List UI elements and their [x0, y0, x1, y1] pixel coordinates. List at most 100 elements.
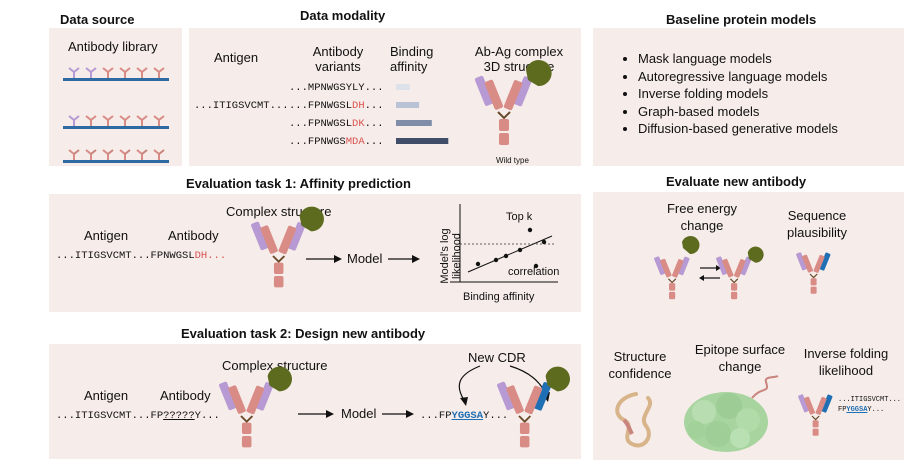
baseline-panel: [593, 28, 904, 166]
variant-prefix: ...FPNWGSL: [289, 118, 353, 130]
plot-point: [541, 239, 547, 245]
mini-cdr: YGGSA: [846, 406, 868, 414]
library-antibody-icon: [85, 149, 97, 160]
variant-row: ...FPNWGSLDK...: [289, 118, 384, 130]
epitope-surface-icon: [684, 375, 779, 452]
correlation-label: correlation: [508, 266, 560, 278]
library-antibody-icon: [85, 67, 97, 78]
baseline-item: Diffusion-based generative models: [638, 120, 838, 138]
library-antibody-icon: [102, 149, 114, 160]
data-source-title: Data source: [60, 12, 135, 27]
library-antibody-icon: [68, 67, 80, 78]
task1-y-axis-label: Model's log likelihood: [439, 228, 463, 284]
evaluate-title: Evaluate new antibody: [666, 174, 807, 189]
antigen-sequence: ...ITIGSVCMT...: [194, 100, 289, 112]
structure-confidence-label: Structure confidence: [608, 349, 672, 381]
affinity-bars: [396, 84, 449, 144]
task1-antibody-label: Antibody: [168, 228, 219, 243]
variant-suffix: ...: [364, 118, 384, 130]
library-antibody-icon: [68, 115, 80, 126]
task1-antigen-label: Antigen: [84, 228, 129, 243]
task2-designed-complex-icon: [497, 366, 570, 448]
task2-antibody-suffix: Y...: [194, 410, 220, 422]
sequence-plausibility-label: Sequence plausibility: [787, 208, 847, 240]
task2-panel: [49, 344, 581, 459]
affinity-bar: [396, 120, 432, 126]
task1-complex-icon: [251, 206, 324, 288]
correlation-plot: [450, 204, 558, 283]
library-antibody-icon: [119, 115, 131, 126]
plot-point: [517, 247, 523, 253]
library-antibody-icon: [119, 149, 131, 160]
baseline-title: Baseline protein models: [666, 12, 817, 27]
task1-antibody-prefix: FPNWGSL: [150, 250, 195, 262]
affinity-bar: [396, 84, 410, 90]
baseline-model-list: Mask language modelsAutoregressive langu…: [620, 50, 838, 138]
task2-antibody-prefix: FP: [150, 410, 164, 422]
variant-mutation: DH: [352, 100, 365, 112]
task1-sequence: ...ITIGSVCMT...FPNWGSLDH...: [56, 250, 226, 262]
task2-sequence: ...ITIGSVCMT...FP?????Y...: [56, 410, 220, 422]
task2-title: Evaluation task 2: Design new antibody: [181, 326, 426, 341]
library-antibody-icon: [102, 115, 114, 126]
free-energy-icon: [654, 236, 764, 300]
antigen-icon: [545, 366, 570, 392]
plot-point: [527, 227, 533, 233]
task2-out-suffix: Y...: [483, 410, 509, 422]
new-cdr-label: New CDR: [468, 350, 526, 365]
task2-antibody-label: Antibody: [160, 388, 211, 403]
task2-antigen-label: Antigen: [84, 388, 129, 403]
plot-point: [475, 261, 481, 267]
task1-antibody-mut: DH: [194, 250, 208, 262]
task2-complex-label: Complex structure: [222, 358, 328, 373]
baseline-item: Inverse folding models: [638, 85, 838, 103]
inverse-folding-icon: [798, 394, 833, 436]
variant-suffix: ...: [364, 136, 384, 148]
antibody-variants-label: Antibody variants: [312, 44, 364, 74]
baseline-item: Mask language models: [638, 50, 838, 68]
variant-row: ...FPNWGSLDH...: [289, 100, 384, 112]
antigen-icon: [267, 366, 292, 392]
antibody-library-icon: [63, 67, 169, 163]
task2-masked-cdr: ?????: [163, 410, 195, 422]
plot-point: [533, 263, 539, 269]
library-antibody-icon: [153, 115, 165, 126]
mini-prefix: FP: [838, 406, 847, 414]
task2-model-label: Model: [341, 406, 377, 421]
variant-prefix: ...FPNWGSL: [289, 100, 353, 112]
library-antibody-icon: [85, 115, 97, 126]
library-antibody-icon: [153, 67, 165, 78]
library-antibody-icon: [153, 149, 165, 160]
ab-ag-complex-icon: [474, 60, 552, 145]
plot-point: [503, 253, 509, 259]
variant-mutation: DK: [352, 118, 365, 130]
task1-arrow-1: [306, 255, 342, 263]
library-antibody-icon: [102, 67, 114, 78]
task1-arrow-2: [388, 255, 420, 263]
plot-point: [493, 257, 499, 263]
affinity-bar: [396, 138, 449, 144]
inverse-folding-label: Inverse folding likelihood: [803, 346, 889, 378]
task2-out-prefix: ...FP: [420, 410, 452, 422]
affinity-bar: [396, 102, 420, 108]
baseline-item: Graph-based models: [638, 103, 838, 121]
variant-row: ...MPNWGSYLY...: [289, 82, 384, 94]
data-modality-title: Data modality: [300, 8, 386, 23]
task1-title: Evaluation task 1: Affinity prediction: [186, 176, 411, 191]
antigen-icon: [526, 60, 552, 87]
task2-arrow-2: [382, 410, 414, 418]
task1-x-axis-label: Binding affinity: [463, 291, 535, 303]
variant-prefix: ...FPNWGS: [289, 136, 346, 148]
wild-type-label: Wild type: [496, 156, 529, 165]
topk-label: Top k: [506, 211, 533, 223]
task1-antibody-suffix: ...: [207, 250, 227, 262]
variant-mutation: MDA: [345, 136, 365, 148]
antigen-label: Antigen: [214, 50, 259, 65]
antigen-icon: [747, 246, 764, 263]
antigen-icon: [299, 206, 324, 232]
free-energy-label: Free energy change: [666, 201, 738, 233]
mini-suffix: Y...: [867, 406, 885, 414]
variant-suffix: ...: [364, 100, 384, 112]
task2-output-sequence: ...FPYGGSAY...: [420, 410, 508, 422]
task2-complex-icon: [219, 366, 292, 448]
